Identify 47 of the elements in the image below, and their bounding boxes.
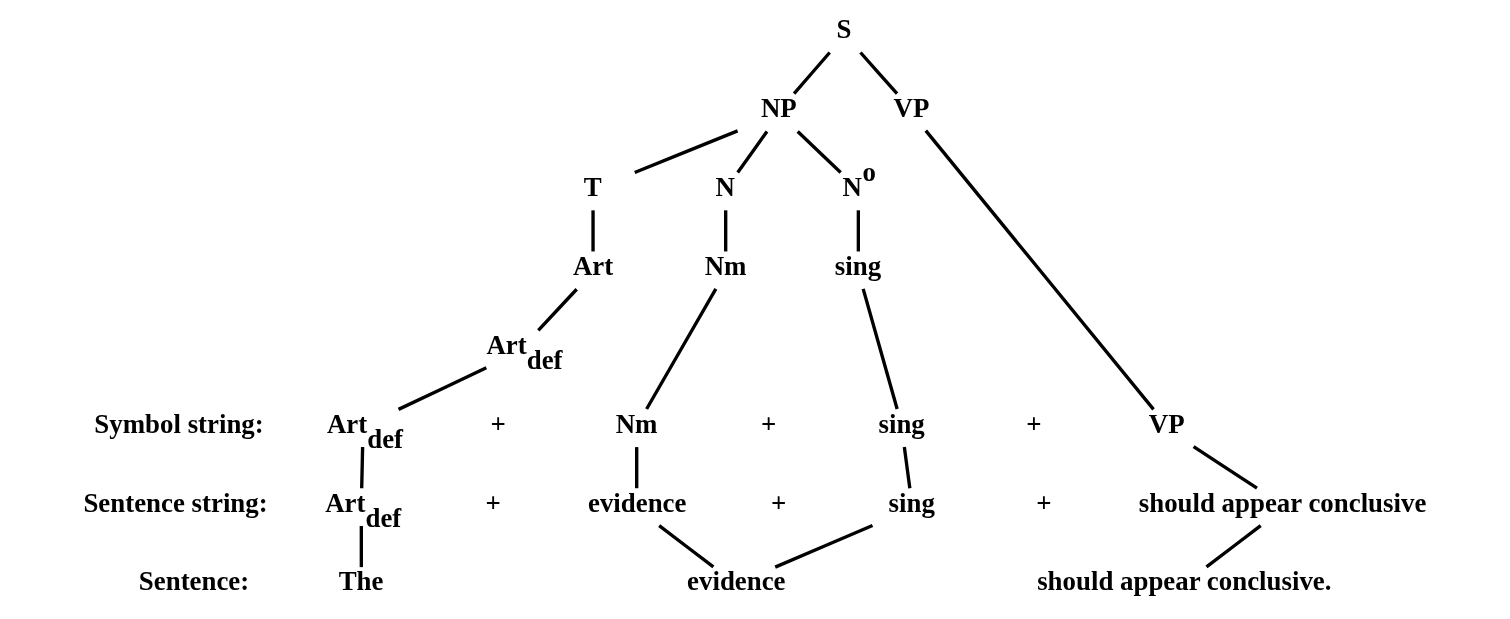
connector <box>634 447 638 489</box>
label: Symbol string: <box>93 408 264 439</box>
node-text: should appear conclusive. <box>1036 566 1331 597</box>
node-text: evidence <box>587 487 686 518</box>
node-text: T <box>583 171 602 202</box>
connector <box>861 288 899 410</box>
connector <box>397 366 487 411</box>
node-text: Nm <box>615 408 657 439</box>
node-text: VP <box>1148 408 1185 439</box>
connector <box>723 210 727 252</box>
connector <box>536 288 578 332</box>
connector <box>657 524 714 569</box>
connector <box>1204 524 1262 569</box>
node-text: Art <box>572 250 613 281</box>
connector <box>633 129 738 175</box>
connector <box>902 446 911 489</box>
node-text: S <box>836 13 851 44</box>
label: Sentence string: <box>82 487 268 518</box>
connector <box>1192 445 1258 490</box>
label: + <box>760 408 776 439</box>
label: + <box>1035 487 1052 518</box>
label: + <box>770 487 786 518</box>
node-text: Nm <box>704 250 746 281</box>
label: + <box>490 408 506 439</box>
connector <box>858 51 898 95</box>
label: + <box>485 487 501 518</box>
node-text: should appear conclusive <box>1138 487 1426 518</box>
connector <box>774 523 873 569</box>
connector <box>796 130 842 174</box>
connector <box>359 526 363 568</box>
label: + <box>1025 408 1042 439</box>
node-text: sing <box>834 250 881 281</box>
connector <box>359 447 364 489</box>
node-text: VP <box>893 92 929 123</box>
connector <box>924 129 1155 411</box>
node-text: sing <box>878 408 925 439</box>
node-text: The <box>338 566 383 597</box>
node-text: NP <box>760 92 797 123</box>
node-text: sing <box>888 487 935 518</box>
connector <box>644 288 717 410</box>
node-text: N <box>715 171 735 202</box>
connector <box>590 210 595 252</box>
connector <box>735 130 768 174</box>
connector <box>792 51 831 95</box>
node-text: evidence <box>686 566 786 597</box>
connector <box>856 210 860 252</box>
label: Sentence: <box>138 566 249 597</box>
